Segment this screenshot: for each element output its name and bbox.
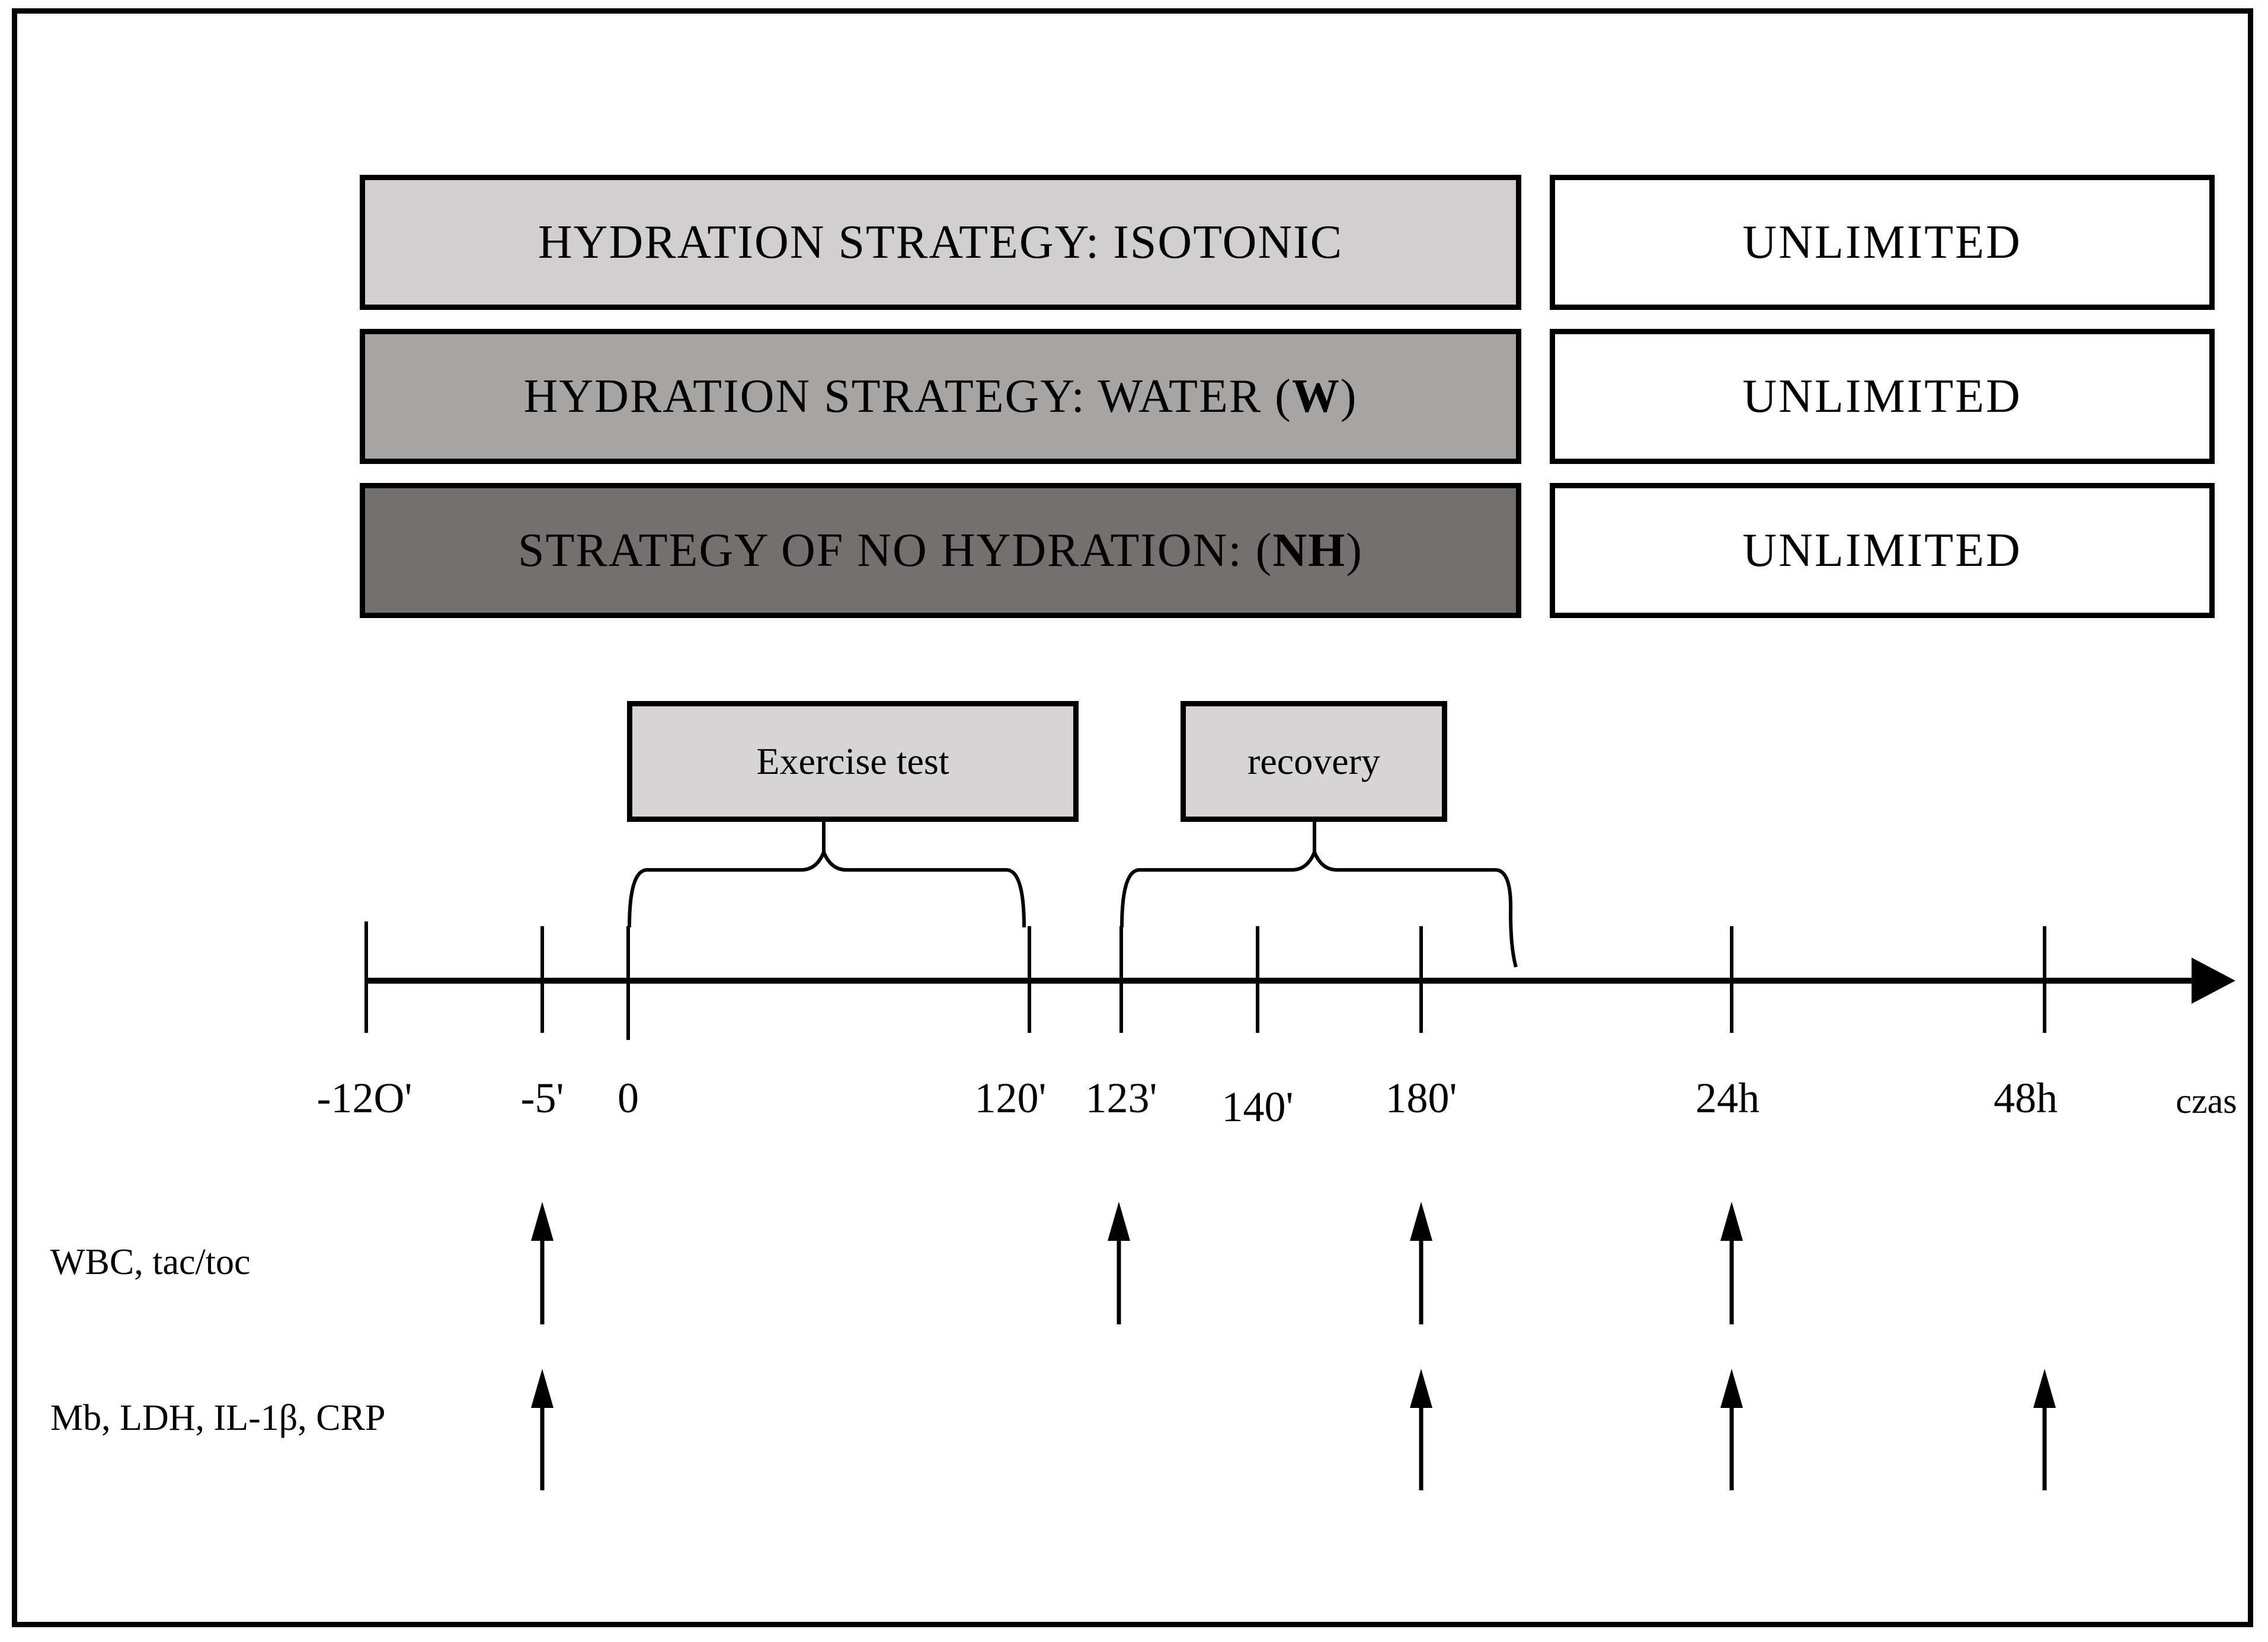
- wbc-arrowhead-180-icon: [1410, 1202, 1432, 1241]
- strategy-box-isotonic-label: HYDRATION STRATEGY: ISOTONIC: [538, 216, 1343, 268]
- marker-label-wbc: WBC, tac/toc: [50, 1242, 251, 1282]
- unlimited-box-1: UNLIMITED: [1550, 175, 2215, 310]
- strategy-box-isotonic: HYDRATION STRATEGY: ISOTONIC: [360, 175, 1521, 310]
- exercise-test-label: Exercise test: [756, 740, 949, 782]
- tick-label-180: 180': [1385, 1074, 1457, 1122]
- mb-arrowhead-48h-icon: [2033, 1369, 2056, 1408]
- tick-label-48h: 48h: [1994, 1074, 2058, 1122]
- mb-arrowhead-minus5-icon: [531, 1369, 554, 1408]
- mb-arrowhead-24h-icon: [1720, 1369, 1743, 1408]
- recovery-brace: [1120, 847, 1518, 968]
- marker-label-mb: Mb, LDH, IL-1β, CRP: [50, 1398, 386, 1438]
- mb-arrowhead-180-icon: [1410, 1369, 1432, 1408]
- wbc-arrowhead-123-icon: [1108, 1202, 1130, 1241]
- exercise-test-box: Exercise test: [627, 701, 1079, 822]
- tick-label-minus120: -12O': [316, 1074, 412, 1122]
- strategy-box-no-hydration: STRATEGY OF NO HYDRATION: (NH): [360, 483, 1521, 618]
- unlimited-box-2: UNLIMITED: [1550, 329, 2215, 464]
- unlimited-box-3: UNLIMITED: [1550, 483, 2215, 618]
- recovery-box: recovery: [1181, 701, 1447, 822]
- tick-label-0: 0: [618, 1074, 639, 1122]
- tick-label-120: 120': [974, 1074, 1047, 1122]
- unlimited-label-3: UNLIMITED: [1742, 524, 2022, 577]
- unlimited-label-2: UNLIMITED: [1742, 370, 2022, 422]
- wbc-arrows: [531, 1202, 1743, 1324]
- exercise-brace: [628, 847, 1026, 928]
- recovery-label: recovery: [1247, 740, 1380, 782]
- tick-label-minus5: -5': [520, 1074, 564, 1122]
- unlimited-label-1: UNLIMITED: [1742, 216, 2022, 268]
- mb-arrows: [531, 1369, 2056, 1490]
- wbc-arrowhead-24h-icon: [1720, 1202, 1743, 1241]
- time-axis-arrowhead-icon: [2192, 958, 2235, 1004]
- tick-label-140: 140': [1221, 1083, 1294, 1131]
- strategy-box-water-label: HYDRATION STRATEGY: WATER (W): [523, 370, 1358, 422]
- tick-label-24h: 24h: [1696, 1074, 1760, 1122]
- tick-label-123: 123': [1085, 1074, 1157, 1122]
- time-axis-caption: czas: [2176, 1081, 2237, 1121]
- strategy-box-water: HYDRATION STRATEGY: WATER (W): [360, 329, 1521, 464]
- strategy-box-no-hydration-label: STRATEGY OF NO HYDRATION: (NH): [518, 524, 1363, 577]
- wbc-arrowhead-minus5-icon: [531, 1202, 554, 1241]
